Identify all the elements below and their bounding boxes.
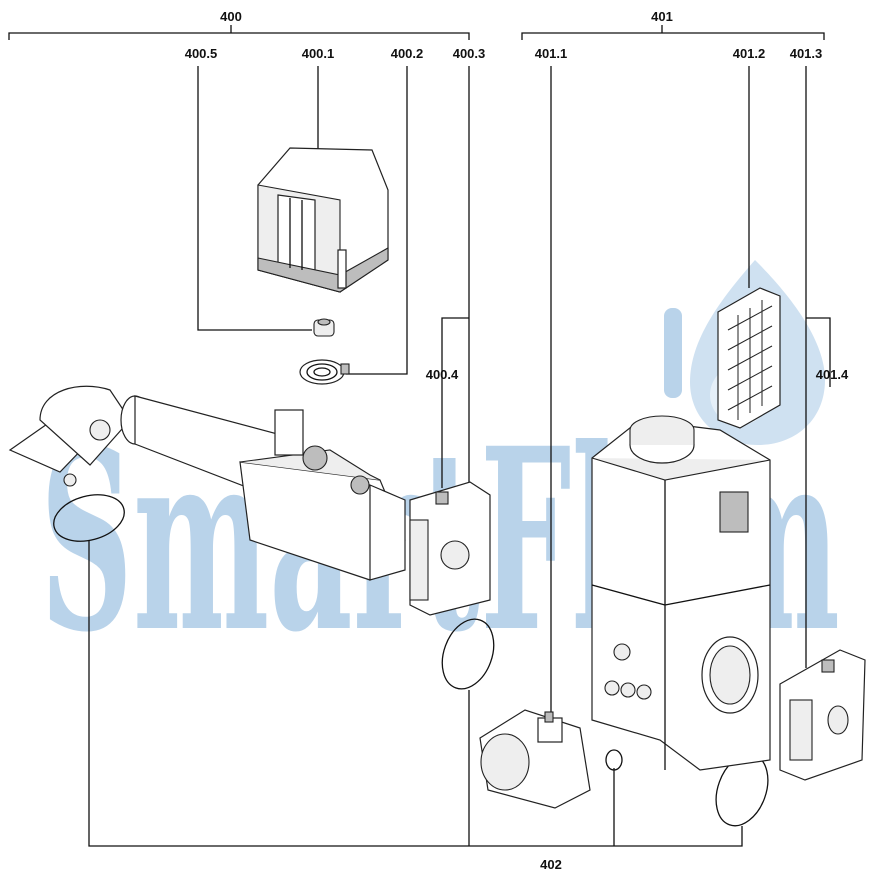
part-400-2-spring bbox=[299, 359, 350, 385]
leader-lines bbox=[88, 66, 831, 847]
part-400-1-actuator-cover bbox=[257, 147, 389, 293]
part-pipe-assembly bbox=[8, 385, 406, 581]
label-401-2: 401.2 bbox=[733, 46, 766, 61]
part-400-5-nut bbox=[313, 318, 335, 337]
label-400-1: 400.1 bbox=[302, 46, 335, 61]
leader-402 bbox=[88, 540, 743, 847]
label-401-4: 401.4 bbox=[816, 367, 849, 382]
leader-400-4 bbox=[441, 317, 469, 488]
label-401-1: 401.1 bbox=[535, 46, 568, 61]
label-400-2: 400.2 bbox=[391, 46, 424, 61]
part-400-3-switch-plate bbox=[409, 481, 491, 616]
bracket-group-401 bbox=[521, 25, 825, 40]
part-401-1-coil-connector bbox=[479, 709, 591, 809]
label-402: 402 bbox=[540, 857, 562, 872]
leader-400-2 bbox=[346, 66, 408, 375]
part-401-2-filter bbox=[717, 287, 781, 429]
label-400-5: 400.5 bbox=[185, 46, 218, 61]
label-400-3: 400.3 bbox=[453, 46, 486, 61]
leader-401-4 bbox=[806, 317, 831, 387]
bracket-group-400 bbox=[8, 25, 470, 40]
part-401-valve-body bbox=[591, 415, 771, 771]
label-401-3: 401.3 bbox=[790, 46, 823, 61]
label-401: 401 bbox=[651, 9, 673, 24]
part-401-3-switch-plate bbox=[779, 649, 866, 781]
leader-400-5 bbox=[197, 66, 312, 331]
label-400: 400 bbox=[220, 9, 242, 24]
